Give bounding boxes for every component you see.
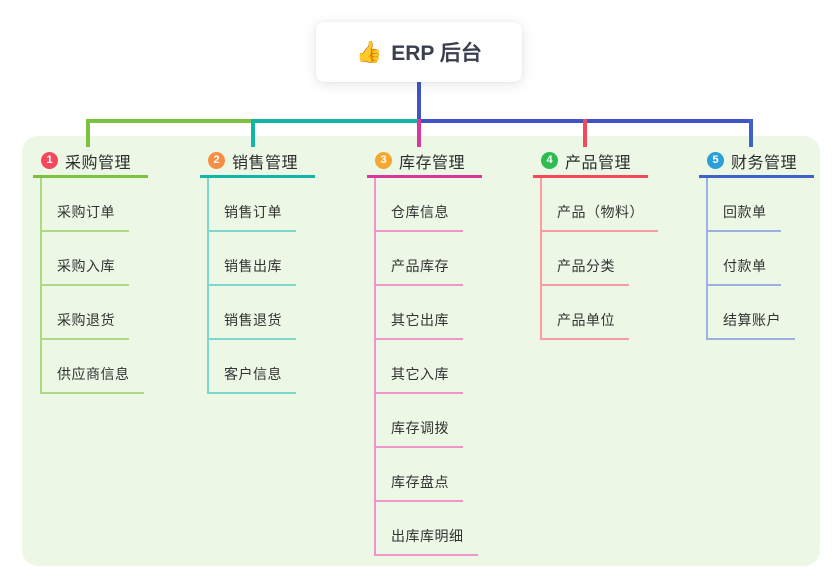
child-node[interactable]: 仓库信息 bbox=[374, 178, 463, 232]
child-node[interactable]: 销售退货 bbox=[207, 286, 296, 340]
branch-label: 销售管理 bbox=[232, 154, 299, 172]
branch-label: 产品管理 bbox=[565, 154, 632, 172]
branch-number-badge: 3 bbox=[375, 152, 392, 169]
branch-header-3[interactable]: 3 库存管理 bbox=[367, 146, 482, 178]
child-node[interactable]: 采购入库 bbox=[40, 232, 129, 286]
branch-number-badge: 2 bbox=[208, 152, 225, 169]
branch-header-2[interactable]: 2 销售管理 bbox=[200, 146, 315, 178]
child-node[interactable]: 客户信息 bbox=[207, 340, 296, 394]
branch-number-badge: 4 bbox=[541, 152, 558, 169]
branch-header-4[interactable]: 4 产品管理 bbox=[533, 146, 648, 178]
child-node[interactable]: 采购订单 bbox=[40, 178, 129, 232]
branch-header-1[interactable]: 1 采购管理 bbox=[33, 146, 148, 178]
branch-trunk-line-4 bbox=[540, 178, 542, 339]
child-node[interactable]: 采购退货 bbox=[40, 286, 129, 340]
branches-panel bbox=[22, 136, 820, 566]
child-node[interactable]: 结算账户 bbox=[706, 286, 795, 340]
child-node[interactable]: 付款单 bbox=[706, 232, 781, 286]
branch-label: 采购管理 bbox=[65, 154, 132, 172]
child-node[interactable]: 其它出库 bbox=[374, 286, 463, 340]
branch-trunk-line-3 bbox=[374, 178, 376, 555]
child-node[interactable]: 产品库存 bbox=[374, 232, 463, 286]
child-node[interactable]: 供应商信息 bbox=[40, 340, 144, 394]
branch-label: 库存管理 bbox=[399, 154, 466, 172]
child-node[interactable]: 其它入库 bbox=[374, 340, 463, 394]
root-title: ERP 后台 bbox=[391, 42, 482, 65]
child-node[interactable]: 产品（物料） bbox=[540, 178, 658, 232]
branch-trunk-line-5 bbox=[706, 178, 708, 339]
branch-number-badge: 5 bbox=[707, 152, 724, 169]
child-node[interactable]: 出库库明细 bbox=[374, 502, 478, 556]
branch-header-5[interactable]: 5 财务管理 bbox=[699, 146, 814, 178]
child-node[interactable]: 库存盘点 bbox=[374, 448, 463, 502]
child-node[interactable]: 销售出库 bbox=[207, 232, 296, 286]
child-node[interactable]: 回款单 bbox=[706, 178, 781, 232]
thumbs-up-icon: 👍 bbox=[356, 40, 383, 64]
child-node[interactable]: 产品分类 bbox=[540, 232, 629, 286]
branch-number-badge: 1 bbox=[41, 152, 58, 169]
branch-label: 财务管理 bbox=[731, 154, 798, 172]
child-node[interactable]: 库存调拨 bbox=[374, 394, 463, 448]
root-node-erp[interactable]: 👍 ERP 后台 bbox=[316, 22, 522, 82]
child-node[interactable]: 产品单位 bbox=[540, 286, 629, 340]
child-node[interactable]: 销售订单 bbox=[207, 178, 296, 232]
